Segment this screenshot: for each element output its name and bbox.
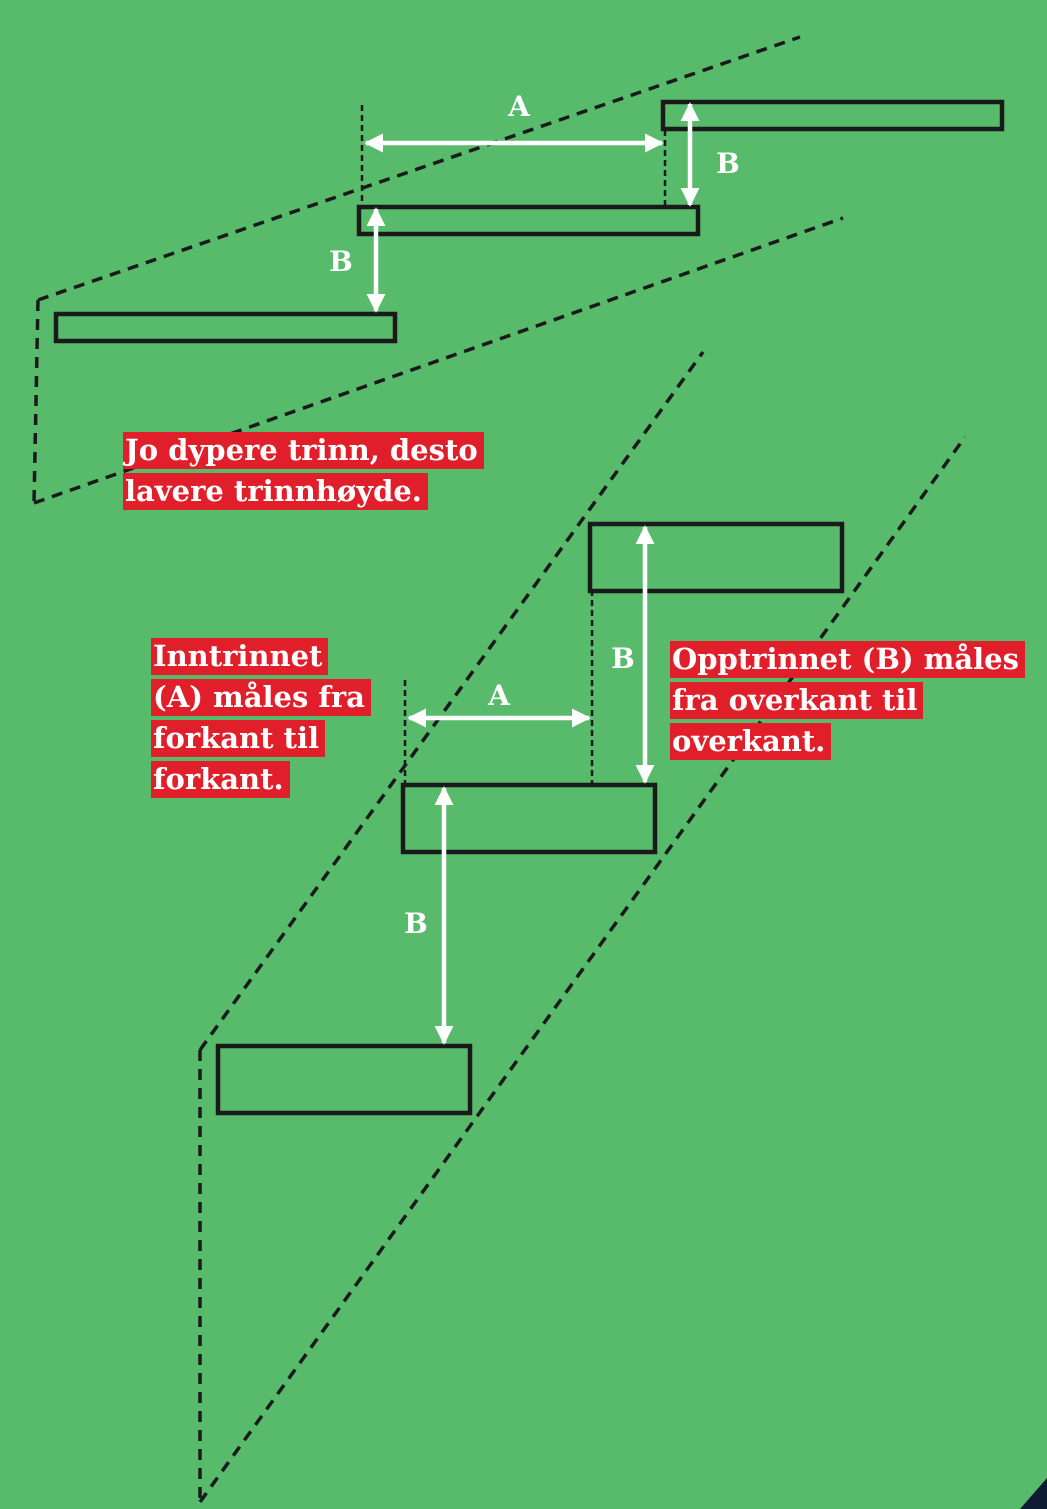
note-tread-line-3: forkant til — [151, 720, 325, 757]
note-tread: Inntrinnet (A) måles fra forkant til for… — [151, 636, 371, 800]
bottom-label-a: A — [487, 679, 511, 712]
top-arrows — [364, 102, 700, 313]
note-tread-line-2: (A) måles fra — [151, 679, 371, 716]
top-label-b-right: B — [716, 147, 740, 180]
note-riser-line-3: overkant. — [670, 723, 832, 760]
bottom-treads — [215, 521, 845, 1116]
bottom-label-b-upper: B — [611, 642, 635, 675]
bottom-tread-lower — [215, 1043, 473, 1116]
bottom-arrows — [407, 525, 655, 1045]
note-deep-steps-line-2: lavere trinnhøyde. — [123, 473, 428, 510]
note-deep-steps-line-1: Jo dypere trinn, desto — [123, 432, 484, 469]
note-riser: Opptrinnet (B) måles fra overkant til ov… — [670, 639, 1025, 762]
bottom-measure-guides — [403, 590, 594, 785]
top-label-b-left: B — [329, 245, 353, 278]
top-treads — [53, 99, 1005, 344]
bottom-stair-outline — [198, 350, 967, 1504]
top-measure-guides — [360, 105, 667, 207]
bottom-tread-middle — [400, 782, 658, 855]
top-stringer-end-line — [32, 299, 40, 504]
bottom-stringer-lower-line — [198, 435, 967, 1504]
bottom-stringer-upper-line — [198, 350, 705, 1052]
note-riser-line-2: fra overkant til — [670, 682, 924, 719]
top-tread-middle — [356, 204, 701, 237]
top-tread-lower — [53, 311, 398, 344]
bottom-label-b-lower: B — [404, 907, 428, 940]
corner-decoration — [1020, 1478, 1047, 1509]
top-tread-upper — [660, 99, 1005, 132]
top-stringer-upper-line — [37, 35, 801, 302]
note-tread-line-4: forkant. — [151, 761, 290, 798]
note-deep-steps: Jo dypere trinn, desto lavere trinnhøyde… — [123, 430, 484, 512]
bottom-tread-upper — [587, 521, 845, 594]
note-riser-line-1: Opptrinnet (B) måles — [670, 641, 1025, 678]
note-tread-line-1: Inntrinnet — [151, 638, 329, 675]
top-label-a: A — [507, 90, 531, 123]
